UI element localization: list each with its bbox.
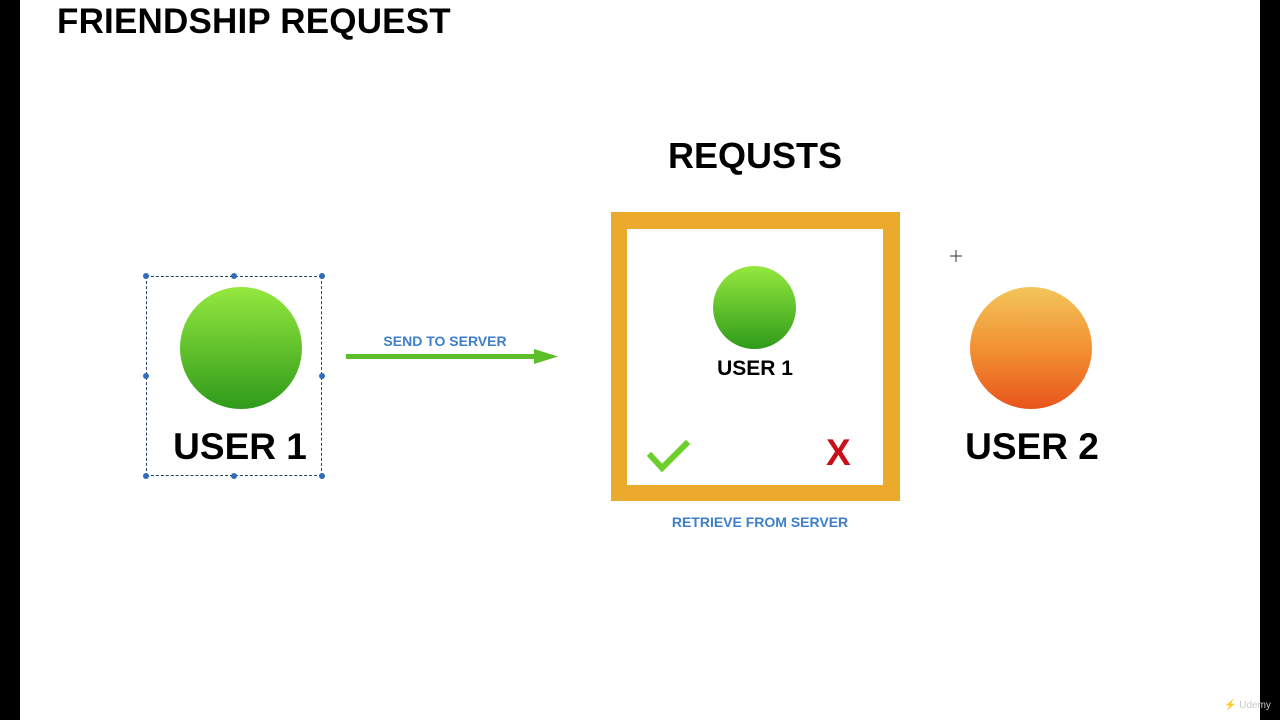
reject-x-icon[interactable]: X	[826, 432, 851, 473]
selection-handle-top-left[interactable]	[143, 273, 149, 279]
selection-handle-top-right[interactable]	[319, 273, 325, 279]
send-to-server-label: SEND TO SERVER	[383, 333, 507, 349]
user1-ball	[180, 287, 302, 409]
selection-handle-middle-left[interactable]	[143, 373, 149, 379]
request-user1-label: USER 1	[717, 357, 793, 380]
retrieve-from-server-label: RETRIEVE FROM SERVER	[671, 514, 849, 530]
page-title: FRIENDSHIP REQUEST	[57, 2, 451, 41]
send-arrow	[346, 349, 558, 364]
request-user1-ball	[713, 266, 796, 349]
crosshair-cursor-icon	[950, 250, 962, 262]
selection-handle-bottom-left[interactable]	[143, 473, 149, 479]
user2-label: USER 2	[965, 426, 1099, 467]
user2-ball	[970, 287, 1092, 409]
user1-label: USER 1	[173, 426, 307, 467]
selection-handle-middle-right[interactable]	[319, 373, 325, 379]
udemy-brand-text: Udemy	[1239, 700, 1271, 711]
check-icon[interactable]	[647, 438, 691, 474]
slide: FRIENDSHIP REQUEST USER 1 SEND TO SERVER…	[20, 0, 1271, 720]
selection-handle-bottom-center[interactable]	[231, 473, 237, 479]
selection-handle-top-center[interactable]	[231, 273, 237, 279]
udemy-watermark: ⚡ Udemy	[1224, 700, 1271, 711]
udemy-logo-icon: ⚡	[1224, 700, 1237, 711]
selection-handle-bottom-right[interactable]	[319, 473, 325, 479]
requests-title: REQUSTS	[667, 135, 843, 176]
